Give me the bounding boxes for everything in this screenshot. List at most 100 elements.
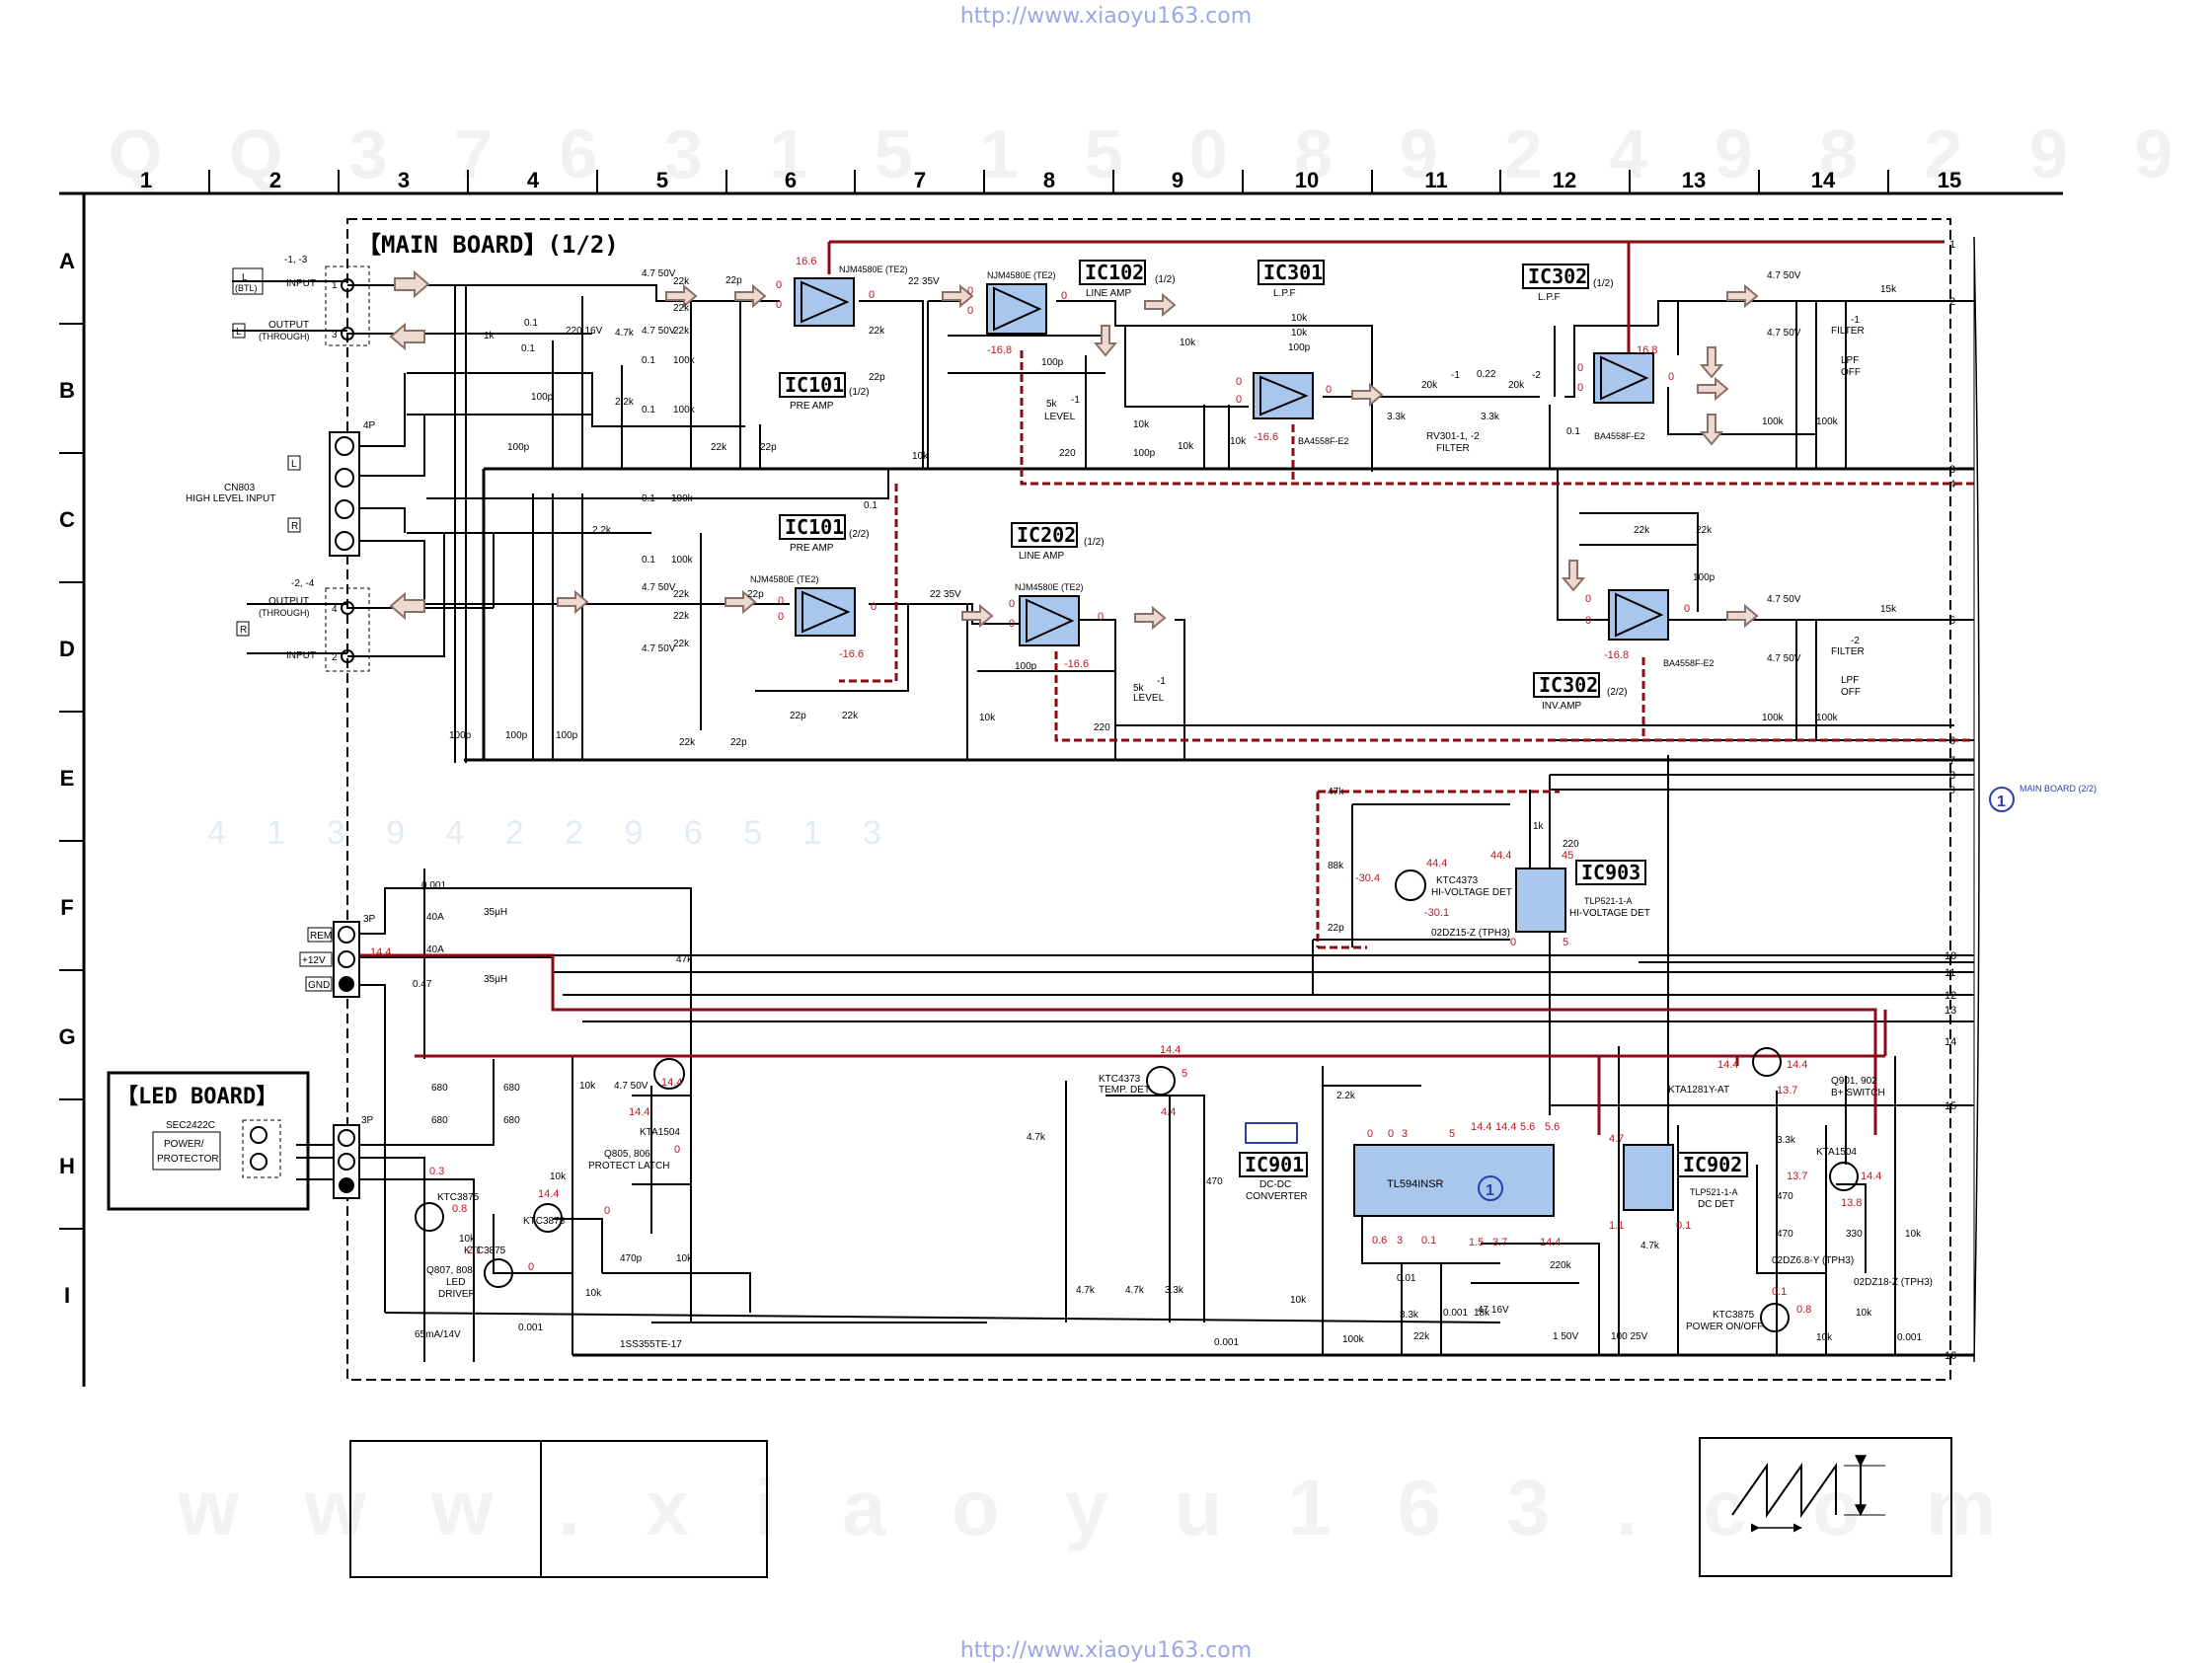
- value: 22k: [673, 326, 690, 337]
- led-protector-l1: POWER/: [164, 1139, 204, 1150]
- fuse-40a-2: 40A: [426, 945, 444, 955]
- ic902-ref: IC902: [1683, 1153, 1742, 1176]
- diode-1ss-1: 1SS355TE-17: [620, 1339, 682, 1350]
- voltage: 13.7: [1777, 1085, 1797, 1096]
- voltage: 0: [1585, 615, 1591, 627]
- watermark-mid: 4 1 3 9 4 2 2 9 6 5 1 3: [207, 814, 897, 852]
- value: 100p: [1133, 448, 1156, 459]
- bus-terminal: 1: [1949, 239, 1955, 251]
- q805-func: PROTECT LATCH: [588, 1161, 669, 1172]
- output-r: OUTPUT: [268, 596, 309, 607]
- voltage: 2.1: [467, 1245, 482, 1256]
- row-letter: B: [59, 378, 75, 403]
- bus-terminal: 3: [1949, 464, 1955, 476]
- value: 10k: [676, 1253, 693, 1264]
- ic-opamp-triangles: [801, 280, 1664, 643]
- ic301-ref: IC301: [1263, 261, 1323, 284]
- ktc4373-temp: KTC4373: [1099, 1074, 1141, 1085]
- value: 4.7k: [615, 328, 635, 339]
- voltage: 0: [1684, 603, 1690, 615]
- led-board-title: 【LED BOARD】: [116, 1085, 277, 1109]
- value: 2.2k: [592, 525, 612, 536]
- filter-b: FILTER: [1831, 646, 1865, 657]
- value: 220: [1059, 448, 1076, 459]
- bus-terminal: 11: [1945, 967, 1955, 979]
- value: 2.2k: [1336, 1091, 1356, 1101]
- value: 4.7 50V: [1767, 328, 1801, 339]
- value: 680: [431, 1083, 448, 1094]
- ic302-b-ref: IC302: [1539, 673, 1598, 697]
- voltage: 4.4: [1161, 1106, 1176, 1118]
- fuse-40a-1: 40A: [426, 912, 444, 923]
- column-number: 6: [785, 168, 797, 192]
- value: 3.3k: [1400, 1310, 1419, 1321]
- value: 680: [503, 1083, 520, 1094]
- value: 100k: [1816, 713, 1839, 723]
- voltage: 0: [1585, 593, 1591, 605]
- voltage: 0: [776, 279, 782, 291]
- value: 100 25V: [1611, 1331, 1648, 1342]
- cn803-r: R: [291, 521, 298, 532]
- cn803-ref: CN803: [224, 483, 256, 493]
- rem-label: REM: [310, 931, 332, 942]
- value: 470p: [620, 1253, 643, 1264]
- ic903-ref: IC903: [1581, 861, 1640, 884]
- ic302-a-ref: IC302: [1528, 265, 1587, 288]
- column-number: 2: [269, 168, 281, 192]
- value: 22p: [725, 275, 742, 286]
- value: 0.1: [642, 405, 655, 416]
- voltage: 16.8: [1637, 344, 1657, 356]
- value: 22p: [1328, 923, 1344, 934]
- value: 10k: [1290, 1295, 1307, 1306]
- value: 0.1: [1566, 426, 1580, 437]
- voltage: 0.1: [1421, 1235, 1436, 1247]
- voltage: -16.6: [1064, 658, 1089, 670]
- value: 0.1: [642, 355, 655, 366]
- value: 220: [1563, 839, 1579, 850]
- ktc3875-b: KTC3875: [437, 1192, 480, 1203]
- watermark-url-bottom[interactable]: http://www.xiaoyu163.com: [959, 1638, 1253, 1663]
- input-r: INPUT: [286, 650, 316, 661]
- led-icon: [250, 1126, 267, 1144]
- voltage: 0: [1326, 384, 1332, 396]
- value: 4.7k: [1027, 1132, 1046, 1143]
- voltage: 44.4: [1426, 858, 1447, 869]
- value: 1k: [484, 331, 496, 341]
- voltage: -16.6: [839, 648, 864, 660]
- coil-35uh-2: 35μH: [484, 974, 507, 985]
- led-pins: 3P: [361, 1115, 374, 1126]
- voltage: 14.4: [538, 1188, 559, 1200]
- value: 88k: [1328, 861, 1344, 871]
- value: 22k: [842, 711, 859, 721]
- ic903-part: TLP521-1-A: [1584, 896, 1633, 906]
- value: 100k: [1342, 1334, 1365, 1345]
- voltage: 0: [871, 601, 877, 613]
- value: 22k: [673, 639, 690, 649]
- watermark-bottom: w w w . x i a o y u 1 6 3 . c o m: [177, 1464, 2018, 1551]
- ic302-b-part: BA4558F-E2: [1663, 658, 1715, 668]
- voltage: 0: [1668, 371, 1674, 383]
- watermark-digits-top: Q Q 3 7 6 3 1 5 1 5 0 8 9 2 4 9 8 2 9 9: [109, 115, 2196, 192]
- main-board-ref: MAIN BOARD (2/2): [2020, 784, 2097, 794]
- value: 680: [431, 1115, 448, 1126]
- kta1281: KTA1281Y-AT: [1668, 1085, 1729, 1096]
- voltage: 0.1: [1676, 1220, 1691, 1232]
- value: -2: [1851, 636, 1860, 646]
- value: 22 35V: [930, 589, 961, 600]
- watermark-url-top[interactable]: http://www.xiaoyu163.com: [959, 4, 1253, 29]
- main-board-ref-num: 1: [1997, 794, 2006, 810]
- value: 4.7k: [1125, 1285, 1145, 1296]
- column-number: 7: [914, 168, 926, 192]
- input-label: INPUT: [286, 278, 316, 289]
- voltage: 4.7: [1609, 1133, 1624, 1145]
- ktc4373-hv: KTC4373: [1436, 875, 1479, 886]
- voltage: 14.4: [1540, 1237, 1561, 1248]
- voltage: 13.8: [1841, 1197, 1862, 1209]
- voltage: 14.4: [1160, 1044, 1181, 1056]
- ic101-b-func: PRE AMP: [790, 543, 834, 554]
- ic101-b-suffix: (2/2): [849, 529, 870, 540]
- ic-labels: IC101 (1/2) PRE AMP NJM4580E (TE2) IC101…: [750, 260, 1748, 1210]
- voltage: 13.7: [1787, 1171, 1807, 1182]
- bus-terminal: 14: [1945, 1036, 1956, 1048]
- value: 100p: [507, 442, 530, 453]
